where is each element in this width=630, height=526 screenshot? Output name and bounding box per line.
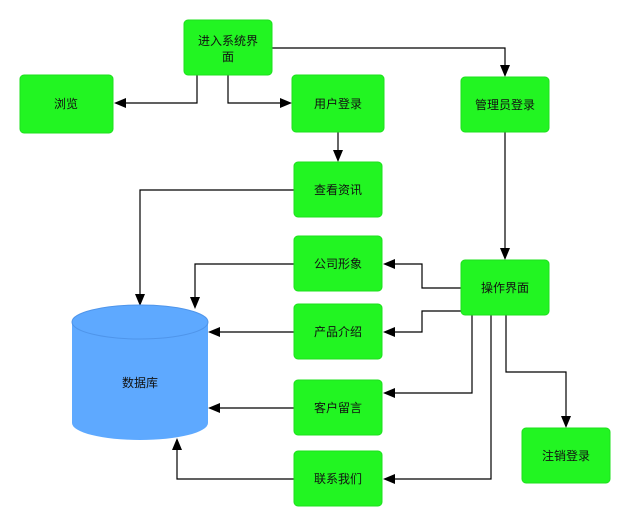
node-box	[293, 235, 383, 292]
node-label: 联系我们	[314, 471, 362, 486]
node-logout[interactable]: 注销登录	[521, 427, 611, 484]
arrowhead-operation	[500, 248, 510, 260]
database-cylinder-top	[71, 304, 209, 340]
node-box	[291, 74, 385, 133]
node-box	[293, 450, 383, 507]
arrowhead-logout	[561, 416, 571, 428]
edge-operation-to-company-image	[395, 263, 461, 289]
node-label: 查看资讯	[314, 183, 362, 197]
node-label: 客户留言	[314, 400, 362, 415]
database-label: 数据库	[122, 375, 158, 390]
edge-operation-to-contact-us	[395, 315, 492, 480]
node-company-image[interactable]: 公司形象	[293, 235, 383, 292]
arrowhead-product-intro	[383, 327, 395, 337]
edge-enter-to-admin-login	[272, 47, 506, 66]
node-label-line2: 面	[222, 50, 234, 64]
node-label: 产品介绍	[314, 325, 362, 339]
arrowhead-customer-message	[383, 388, 395, 398]
node-box	[293, 161, 383, 218]
node-label: 用户登录	[314, 96, 362, 111]
node-operation-ui[interactable]: 操作界面	[460, 259, 550, 316]
arrowhead-view-news	[333, 150, 343, 162]
edge-view-news-to-database	[139, 189, 294, 295]
arrowhead-db-from-view-news	[135, 294, 145, 306]
node-box	[293, 379, 383, 436]
arrowhead-contact-us	[383, 474, 395, 484]
node-customer-message[interactable]: 客户留言	[293, 379, 383, 436]
node-label-line1: 进入系统界	[198, 34, 258, 48]
node-box	[19, 74, 114, 134]
node-view-news[interactable]: 查看资讯	[293, 161, 383, 218]
node-browse[interactable]: 浏览	[19, 74, 114, 134]
edge-enter-to-user-login	[227, 75, 281, 104]
node-box	[460, 259, 550, 316]
node-product-intro[interactable]: 产品介绍	[293, 303, 383, 360]
node-enter-system[interactable]: 进入系统界 面	[183, 19, 273, 76]
node-box	[183, 19, 273, 76]
database-cylinder-body	[72, 322, 208, 440]
node-user-login[interactable]: 用户登录	[291, 74, 385, 133]
edge-company-image-to-database	[194, 263, 294, 298]
arrowhead-user-login	[280, 98, 292, 108]
edge-operation-to-product-intro	[395, 310, 461, 333]
node-label: 管理员登录	[475, 97, 535, 112]
node-box	[521, 427, 611, 484]
node-box	[293, 303, 383, 360]
node-label: 注销登录	[542, 448, 590, 463]
database-node[interactable]: 数据库	[71, 304, 209, 440]
arrowhead-db-from-company-image	[190, 297, 200, 309]
edge-contact-us-to-database	[176, 449, 294, 480]
arrowhead-db-from-customer-message	[208, 403, 220, 413]
arrowhead-browse	[114, 98, 126, 108]
node-label: 公司形象	[314, 257, 362, 271]
node-box	[460, 76, 550, 133]
arrowhead-db-from-contact-us	[172, 438, 182, 450]
edge-operation-to-logout	[505, 315, 567, 417]
arrowhead-db-from-product-intro	[208, 327, 220, 337]
arrowhead-company-image	[383, 259, 395, 269]
node-label: 浏览	[54, 96, 78, 111]
node-contact-us[interactable]: 联系我们	[293, 450, 383, 507]
edge-operation-to-customer-message	[395, 315, 473, 394]
edges	[114, 47, 571, 484]
node-label: 操作界面	[481, 280, 529, 295]
edge-enter-to-browse	[125, 75, 198, 104]
node-admin-login[interactable]: 管理员登录	[460, 76, 550, 133]
arrowhead-admin-login	[500, 65, 510, 77]
